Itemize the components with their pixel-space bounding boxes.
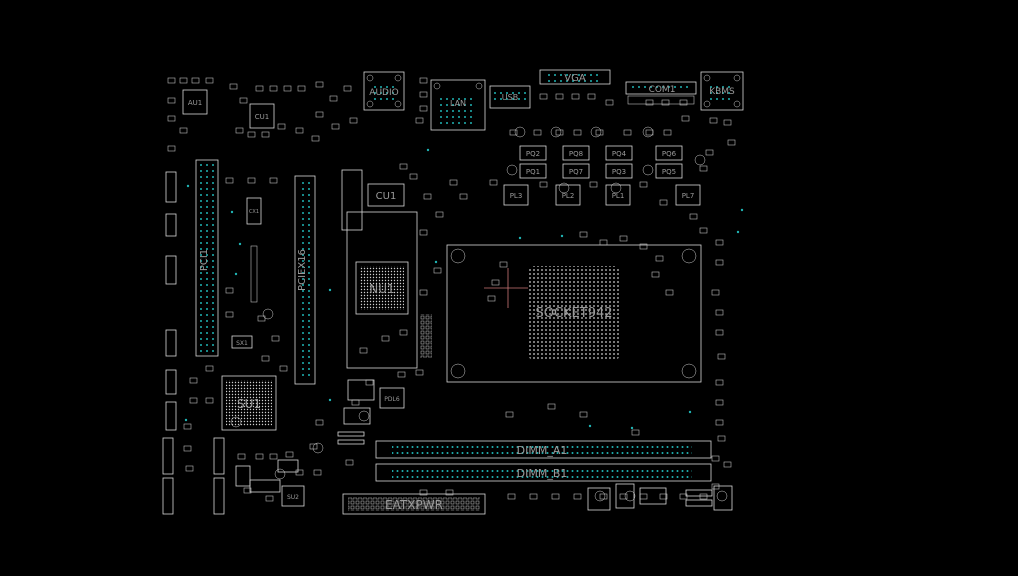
pdl6-label: PDL6	[384, 396, 400, 403]
cu1-small-chip: CU1	[249, 103, 275, 129]
socket-label: SOCKET942	[535, 306, 612, 321]
pl7-label: PL7	[682, 192, 695, 200]
sx1-crystal: SX1	[231, 335, 253, 349]
pl-inductors: PL3 PL2 PL1 PL7	[503, 184, 701, 206]
usb-label: USB	[502, 93, 518, 102]
northbridge-nu1: NU1	[355, 261, 409, 315]
pq6-label: PQ6	[662, 150, 677, 158]
su2-label: SU2	[287, 494, 299, 501]
audio-label: AUDIO	[369, 88, 398, 98]
com1-label: COM1	[649, 85, 676, 95]
com1-connector: COM1	[625, 81, 697, 105]
pdl6-component: PDL6	[379, 387, 405, 409]
audio-connector: AUDIO	[363, 71, 405, 111]
pl1-label: PL1	[612, 192, 625, 200]
pq8-label: PQ8	[569, 150, 583, 158]
usb-connector: USB	[489, 85, 531, 109]
pci1-label: PCI1	[199, 249, 210, 271]
nu1-label: NU1	[369, 282, 394, 296]
cx1-label: CX1	[249, 209, 259, 215]
pciex16-slot: PCIEX16	[294, 175, 316, 385]
cu1-large-label: CU1	[376, 191, 397, 202]
cu1-large-chip: CU1	[367, 183, 405, 207]
kbms-connector: KBMS	[700, 71, 744, 111]
pq3-label: PQ3	[612, 168, 626, 176]
au1-chip: AU1	[182, 89, 208, 115]
pq4-label: PQ4	[612, 150, 627, 158]
pq5-label: PQ5	[662, 168, 676, 176]
southbridge-su1: SU1	[221, 375, 277, 431]
eatxpwr-connector: EATXPWR	[342, 493, 486, 515]
pciex16-label: PCIEX16	[297, 249, 308, 291]
pci1-slot: PCI1	[195, 159, 219, 357]
su2-chip: SU2	[281, 485, 305, 507]
dimm-b1-slot: DIMM_B1	[375, 463, 712, 482]
cx1-crystal: CX1	[246, 197, 262, 225]
vga-label: VGA	[564, 73, 586, 84]
lan-label: LAN	[450, 99, 466, 108]
pq-row-top: PQ2 PQ8 PQ4 PQ6	[519, 145, 683, 161]
pq2-label: PQ2	[526, 150, 540, 158]
dimm-a1-slot: DIMM_A1	[375, 440, 712, 459]
cu1-small-label: CU1	[255, 113, 269, 121]
dimm-a1-label: DIMM_A1	[517, 444, 568, 457]
pl2-label: PL2	[562, 192, 575, 200]
au1-label: AU1	[188, 99, 202, 107]
eatxpwr-label: EATXPWR	[385, 498, 443, 512]
pl3-label: PL3	[510, 192, 523, 200]
cpu-socket: SOCKET942	[446, 244, 702, 383]
lan-usb-connector: LAN	[430, 79, 486, 131]
small-components	[162, 77, 744, 515]
pq-row-bottom: PQ1 PQ7 PQ3 PQ5	[519, 163, 683, 179]
sx1-label: SX1	[236, 340, 248, 347]
pq7-label: PQ7	[569, 168, 583, 176]
vga-connector: VGA	[539, 69, 611, 85]
kbms-label: KBMS	[709, 87, 735, 97]
pq1-label: PQ1	[526, 168, 540, 176]
dimm-b1-label: DIMM_B1	[517, 467, 568, 480]
su1-label: SU1	[237, 397, 261, 411]
